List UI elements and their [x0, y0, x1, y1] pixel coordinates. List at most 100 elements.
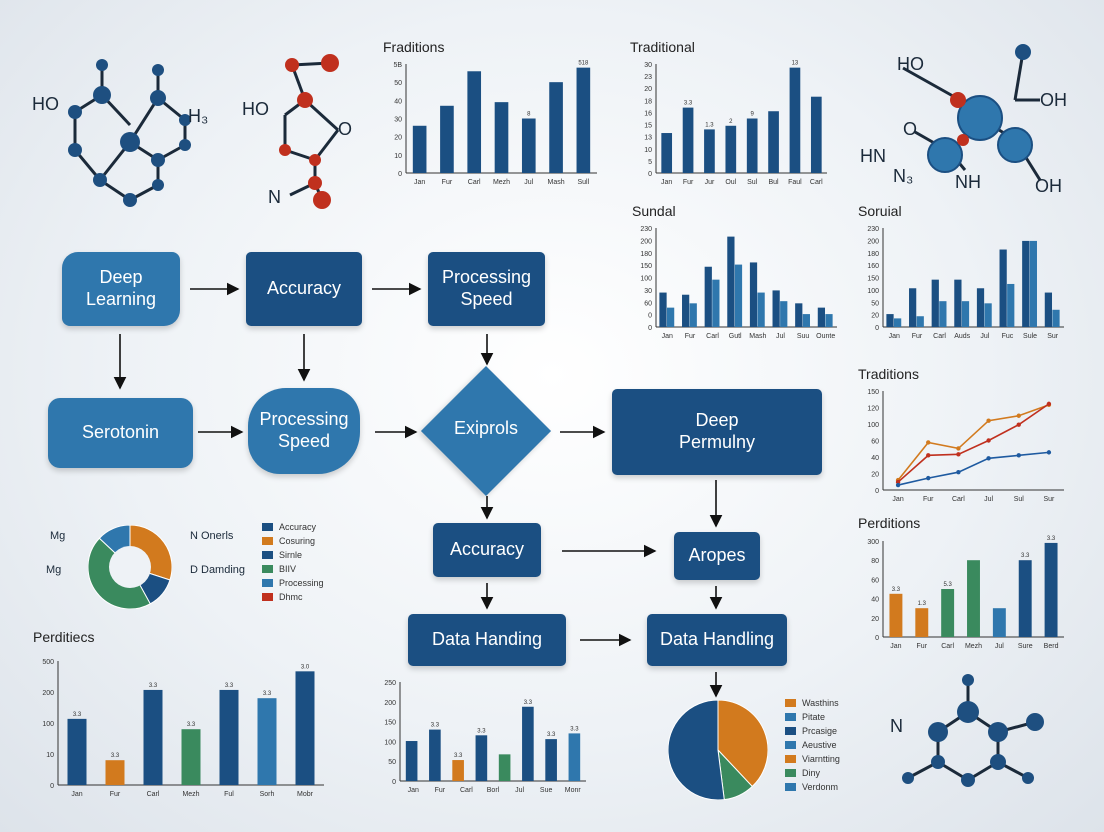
y-tick-label: 100	[867, 422, 879, 429]
bar	[429, 729, 441, 781]
data-label: 2	[729, 119, 733, 125]
bar	[772, 290, 780, 327]
node-deep-permulny: Deep Permulny	[612, 389, 822, 475]
y-tick-label: 20	[871, 616, 879, 623]
molecule-label: N	[268, 187, 281, 207]
x-tick-label: Jur	[705, 179, 715, 186]
bar	[1044, 292, 1053, 327]
node-accuracy-mid: Accuracy	[433, 523, 541, 577]
bar	[1044, 542, 1058, 637]
y-tick-label: 0	[392, 779, 396, 786]
data-label: 3.3	[892, 587, 901, 593]
bar	[931, 279, 939, 327]
bar	[689, 303, 697, 327]
bar	[452, 760, 464, 781]
x-tick-label: Bul	[769, 179, 780, 186]
chart-title-fraditions: Fraditions	[383, 39, 445, 55]
series-line	[897, 451, 1049, 486]
y-tick-label: 200	[42, 690, 54, 697]
y-tick-label: 50	[388, 759, 396, 766]
data-label: 3.3	[73, 712, 82, 718]
data-label: 3.3	[1021, 553, 1030, 559]
data-label: 3.3	[111, 753, 120, 759]
point	[926, 475, 931, 481]
molecule-label: HO	[897, 54, 924, 74]
chart-title-perditiecs: Perditiecs	[33, 629, 95, 645]
y-tick-label: 100	[867, 288, 879, 295]
y-tick-label: 60	[871, 577, 879, 584]
data-label: 5.3	[943, 582, 952, 588]
y-tick-label: 30	[644, 62, 652, 69]
node-data-handing: Data Handing	[408, 614, 566, 666]
bar	[941, 589, 955, 637]
bar	[893, 318, 902, 327]
x-tick-label: Carl	[810, 179, 823, 186]
data-label: 13	[792, 61, 799, 67]
y-tick-label: 150	[867, 389, 879, 396]
y-tick-label: 50	[394, 80, 402, 87]
bar	[549, 82, 563, 173]
legend-item: Prcasige	[785, 724, 840, 738]
x-tick-label: Fur	[923, 496, 934, 503]
bar	[1052, 309, 1060, 327]
x-tick-label: Mezh	[493, 179, 510, 186]
y-tick-label: 23	[644, 74, 652, 81]
point	[986, 418, 991, 423]
x-tick-label: Jul	[776, 333, 785, 340]
bar	[498, 754, 511, 781]
x-tick-label: Faul	[788, 179, 802, 186]
x-tick-label: Sue	[540, 787, 553, 794]
node-aropes: Aropes	[674, 532, 760, 580]
x-tick-label: Suu	[797, 333, 810, 340]
point	[956, 446, 961, 451]
y-tick-label: 300	[867, 539, 879, 546]
y-tick-label: 30	[644, 288, 652, 295]
data-label: 518	[578, 61, 589, 67]
y-tick-label: 180	[867, 251, 879, 258]
node-label: Processing Speed	[259, 409, 349, 451]
y-tick-label: 18	[644, 98, 652, 105]
bar	[105, 760, 125, 785]
bar	[295, 671, 315, 785]
bar	[257, 698, 277, 785]
x-tick-label: Mash	[548, 179, 565, 186]
legend-item: Verdonm	[785, 780, 840, 794]
x-tick-label: Fur	[683, 179, 694, 186]
y-tick-label: 0	[875, 635, 879, 642]
point	[1046, 401, 1052, 407]
y-tick-label: 40	[871, 455, 879, 462]
data-label: 3.3	[547, 732, 556, 738]
point	[926, 453, 931, 458]
point	[956, 469, 961, 475]
y-tick-label: 50	[871, 300, 879, 307]
y-tick-label: 150	[640, 263, 652, 270]
molecule-label: H₃	[188, 106, 208, 126]
x-tick-label: Carl	[706, 333, 719, 340]
x-tick-label: Sur	[1047, 333, 1059, 340]
node-label: Deep Permulny	[678, 410, 756, 452]
data-label: 3.3	[477, 728, 486, 734]
bar	[494, 102, 509, 173]
chart-title-traditions: Traditions	[858, 366, 919, 382]
y-tick-label: 230	[867, 226, 879, 233]
point	[1016, 453, 1021, 458]
x-tick-label: Jan	[71, 791, 82, 798]
molecule-label: HO	[32, 94, 59, 114]
legend-item: BIIV	[262, 562, 324, 576]
chart-pie	[668, 700, 768, 800]
x-tick-label: Mezh	[965, 643, 982, 650]
x-tick-label: Fur	[912, 333, 923, 340]
node-label: Data Handling	[659, 629, 775, 650]
point	[1046, 450, 1052, 455]
bar	[545, 739, 557, 781]
bar	[916, 316, 924, 327]
x-tick-label: Auds	[954, 333, 970, 340]
x-tick-label: Jan	[892, 496, 903, 503]
y-tick-label: 20	[871, 313, 879, 320]
y-tick-label: 100	[42, 721, 54, 728]
y-tick-label: 20	[644, 86, 652, 93]
chart-title-traditional: Traditional	[630, 39, 695, 55]
